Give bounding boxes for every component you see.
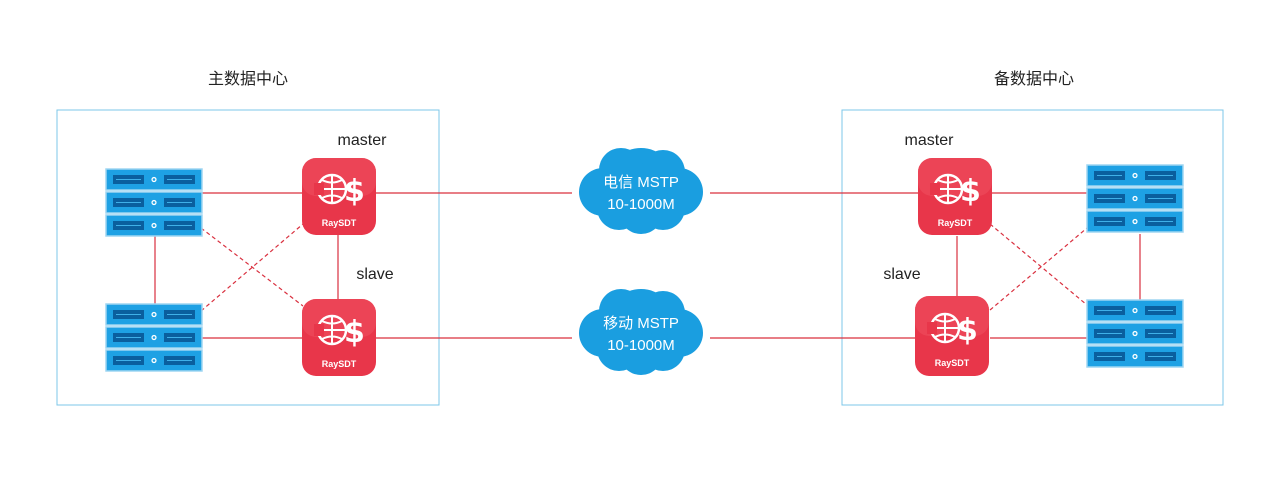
primary-master-device: $ RaySDT	[302, 158, 376, 235]
bottom-link-bandwidth: 10-1000M	[607, 337, 675, 354]
server-rack-icon	[106, 304, 202, 371]
backup-master-label: master	[905, 132, 955, 149]
server-rack-icon	[1087, 300, 1183, 367]
primary-slave-label: slave	[356, 266, 393, 283]
primary-dc-box	[56, 109, 440, 406]
link-lines	[154, 192, 1141, 339]
server-rack-icon	[106, 169, 202, 236]
backup-master-device: $ RaySDT	[918, 158, 992, 235]
primary-master-label: master	[338, 132, 388, 149]
primary-slave-device: $ RaySDT	[302, 299, 376, 376]
bottom-link-carrier: 移动 MSTP	[603, 315, 679, 332]
backup-slave-device: $ RaySDT	[915, 296, 989, 376]
svg-text:$: $	[960, 174, 981, 209]
cloud-icon	[579, 289, 703, 375]
device-label: RaySDT	[322, 359, 357, 369]
cloud-icon	[579, 148, 703, 234]
primary-dc-title: 主数据中心	[208, 69, 288, 88]
cross-links	[200, 223, 1088, 312]
top-link-bandwidth: 10-1000M	[607, 196, 675, 213]
backup-dc-box	[841, 109, 1224, 406]
svg-text:$: $	[344, 174, 365, 209]
backup-dc-title: 备数据中心	[994, 69, 1074, 88]
backup-slave-label: slave	[883, 266, 920, 283]
device-label: RaySDT	[938, 218, 973, 228]
svg-text:$: $	[957, 313, 978, 348]
server-rack-icon	[1087, 165, 1183, 232]
device-label: RaySDT	[322, 218, 357, 228]
svg-text:$: $	[344, 315, 365, 350]
top-link-carrier: 电信 MSTP	[603, 174, 679, 191]
device-label: RaySDT	[935, 358, 970, 368]
